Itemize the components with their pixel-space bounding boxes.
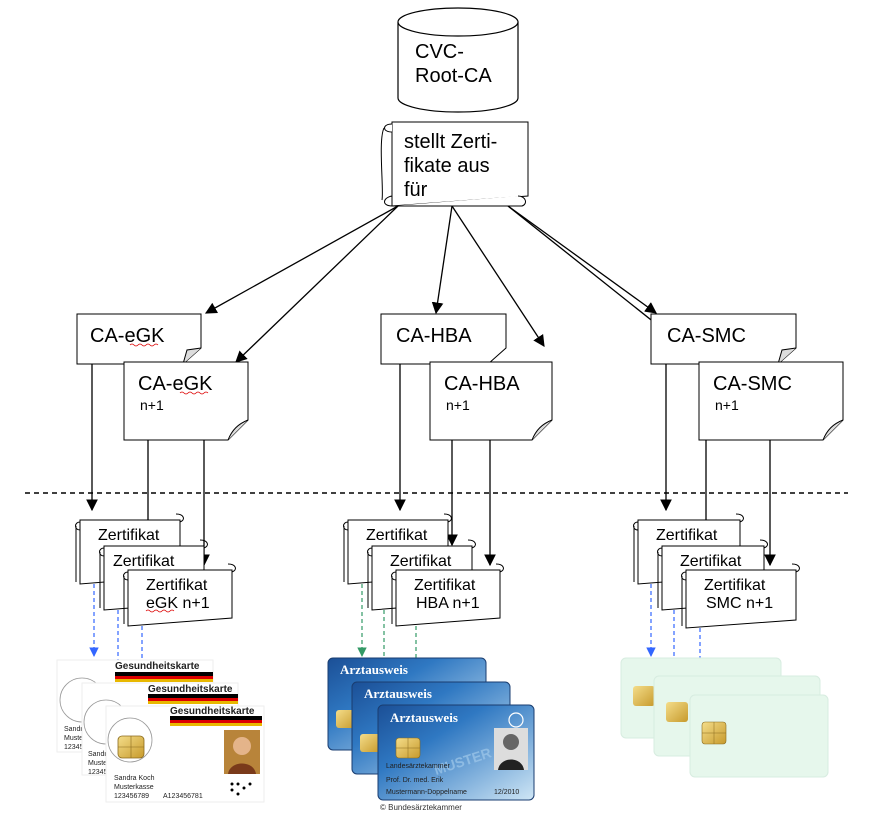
root-ca-database: CVC- Root-CA — [397, 7, 519, 113]
hba-holder2: Mustermann-Doppelname — [386, 789, 467, 796]
ca-smc-label: CA-SMC — [667, 325, 746, 347]
root-ca-line2: Root-CA — [415, 65, 492, 87]
hba-card-1-title: Arztausweis — [340, 662, 408, 677]
ca-hba-next-suffix: n+1 — [446, 397, 470, 413]
egk-card-3: Gesundheitskarte Sandra Koch Musterkasse… — [105, 705, 265, 803]
ca-egk-label: CA-eGK — [90, 325, 165, 347]
smc-card-3 — [689, 694, 829, 778]
issue-line1: stellt Zerti- — [404, 131, 497, 153]
cert-smc-2-label: Zertifikat — [680, 553, 742, 570]
egk-card-2-insurer: Muste — [88, 760, 107, 767]
ca-hba-label: CA-HBA — [396, 325, 472, 347]
cert-egk-3: Zertifikat eGK n+1 — [123, 563, 236, 627]
braille-dots — [230, 782, 252, 796]
cert-hba-1-label: Zertifikat — [366, 527, 428, 544]
cert-smc-3: Zertifikat SMC n+1 — [681, 563, 800, 629]
egk-card-1-number: 12345 — [64, 744, 84, 751]
egk-card-3-insurer: Musterkasse — [114, 784, 154, 791]
egk-card-1-name: Sandr — [64, 726, 83, 733]
issue-scroll: stellt Zerti- fikate aus für — [380, 121, 529, 207]
cert-arrows — [86, 364, 776, 567]
cert-smc-3-line2: SMC n+1 — [706, 595, 773, 612]
hba-valid: 12/2010 — [494, 789, 519, 796]
issue-line3: für — [404, 179, 428, 201]
egk-card-3-title: Gesundheitskarte — [170, 706, 255, 717]
ca-hba-note: CA-HBA — [380, 313, 507, 365]
hba-card-3-title: Arztausweis — [390, 710, 458, 725]
ca-hba-next-note: CA-HBA n+1 — [429, 361, 553, 441]
egk-card-3-name: Sandra Koch — [114, 775, 155, 782]
cert-egk-3-line1: Zertifikat — [146, 577, 208, 594]
ca-egk-next-suffix: n+1 — [140, 397, 164, 413]
egk-card-2-name: Sandr — [88, 751, 107, 758]
cert-egk-3-line2: eGK n+1 — [146, 595, 210, 612]
cert-egk-2-label: Zertifikat — [113, 553, 175, 570]
cert-smc-1-label: Zertifikat — [656, 527, 718, 544]
egk-card-3-number: 123456789 — [114, 793, 149, 800]
egk-card-1-title: Gesundheitskarte — [115, 661, 200, 672]
cert-egk-1-label: Zertifikat — [98, 527, 160, 544]
cert-hba-3: Zertifikat HBA n+1 — [391, 563, 504, 627]
cert-hba-2-label: Zertifikat — [390, 553, 452, 570]
hba-holder: Prof. Dr. med. Erik — [386, 777, 444, 784]
egk-card-3-card-id: A123456781 — [163, 793, 203, 800]
ca-egk-next-note: CA-eGK n+1 — [123, 361, 249, 441]
egk-card-2-number: 12345 — [88, 769, 108, 776]
hba-card-2-title: Arztausweis — [364, 686, 432, 701]
cert-hba-3-line2: HBA n+1 — [416, 595, 480, 612]
ca-smc-next-note: CA-SMC n+1 — [698, 361, 844, 441]
ca-smc-next-suffix: n+1 — [715, 397, 739, 413]
hba-issuer: Landesärztekammer — [386, 763, 450, 770]
ca-hba-next-label: CA-HBA — [444, 373, 520, 395]
cert-hba-3-line1: Zertifikat — [414, 577, 476, 594]
issue-line2: fikate aus — [404, 155, 490, 177]
hba-copyright: © Bundesärztekammer — [380, 803, 462, 812]
ca-smc-note: CA-SMC — [650, 313, 797, 365]
ca-smc-next-label: CA-SMC — [713, 373, 792, 395]
root-ca-line1: CVC- — [415, 41, 464, 63]
egk-card-1-insurer: Muste — [64, 735, 83, 742]
egk-card-2-title: Gesundheitskarte — [148, 684, 233, 695]
ca-egk-next-label: CA-eGK — [138, 373, 213, 395]
hba-card-3: Arztausweis MUSTER Landesärztekammer Pro… — [377, 704, 535, 812]
ca-egk-note: CA-eGK — [76, 313, 202, 365]
cert-smc-3-line1: Zertifikat — [704, 577, 766, 594]
